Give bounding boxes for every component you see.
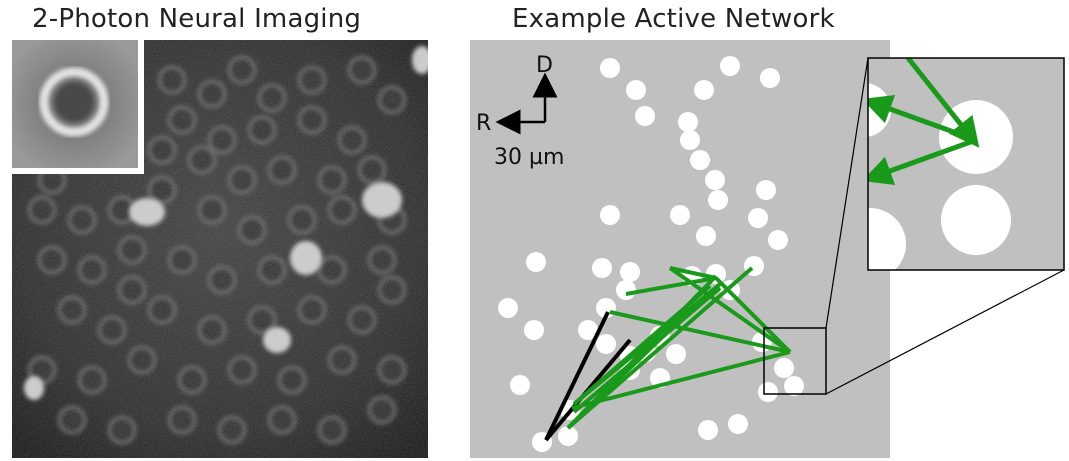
green-edges (566, 266, 792, 430)
cell-dot (666, 344, 686, 364)
cell-dot (578, 320, 598, 340)
network-edge (668, 266, 792, 354)
left-panel-title: 2-Photon Neural Imaging (32, 4, 362, 34)
network-edge (669, 266, 717, 280)
dorsal-label: D (536, 53, 553, 78)
right-panel-title: Example Active Network (512, 4, 835, 34)
cell-dot (758, 382, 778, 402)
cell-dot (680, 130, 700, 150)
cell-dot (510, 375, 530, 395)
cell-dot (600, 205, 620, 225)
network-edge (571, 350, 791, 410)
cell-dot (774, 358, 794, 378)
network-panel: D R 30 µm (470, 40, 890, 458)
cell-dot (620, 262, 640, 282)
cell-dot (708, 190, 728, 210)
cell-dot (524, 320, 544, 340)
network-background (470, 40, 890, 458)
orientation-indicator: D R 30 µm (476, 53, 564, 170)
cell-dot (760, 68, 780, 88)
cell-dot (498, 298, 518, 318)
cell-dot (705, 170, 725, 190)
cell-dot (626, 80, 646, 100)
scale-bar-label: 30 µm (494, 145, 564, 170)
cell-dot (748, 208, 768, 228)
cell-dot (694, 80, 714, 100)
cell-dot (592, 258, 612, 278)
cell-dot (698, 420, 718, 440)
cell-dot (720, 56, 740, 76)
cell-dot (756, 180, 776, 200)
cell-dot (616, 280, 636, 300)
right-label: R (476, 111, 491, 136)
cell-dot (600, 58, 620, 78)
cell-dot (784, 376, 804, 396)
network-edge (544, 311, 610, 441)
cell-dot (558, 426, 578, 446)
network-edge (714, 276, 792, 354)
cell-dot (596, 334, 616, 354)
cell-dot (728, 414, 748, 434)
cell-dot (768, 230, 788, 250)
cell-dot (678, 112, 698, 132)
network-edge (609, 310, 791, 354)
cell-dot (526, 252, 546, 272)
network-edge (572, 282, 722, 406)
inset-cell-zoom (12, 40, 144, 174)
cell-dot (670, 205, 690, 225)
cell-dot (696, 226, 716, 246)
network-edge (566, 318, 682, 430)
cell-dot (690, 150, 710, 170)
two-photon-image (12, 40, 428, 458)
network-edge (625, 276, 717, 296)
cell-dot (635, 106, 655, 126)
